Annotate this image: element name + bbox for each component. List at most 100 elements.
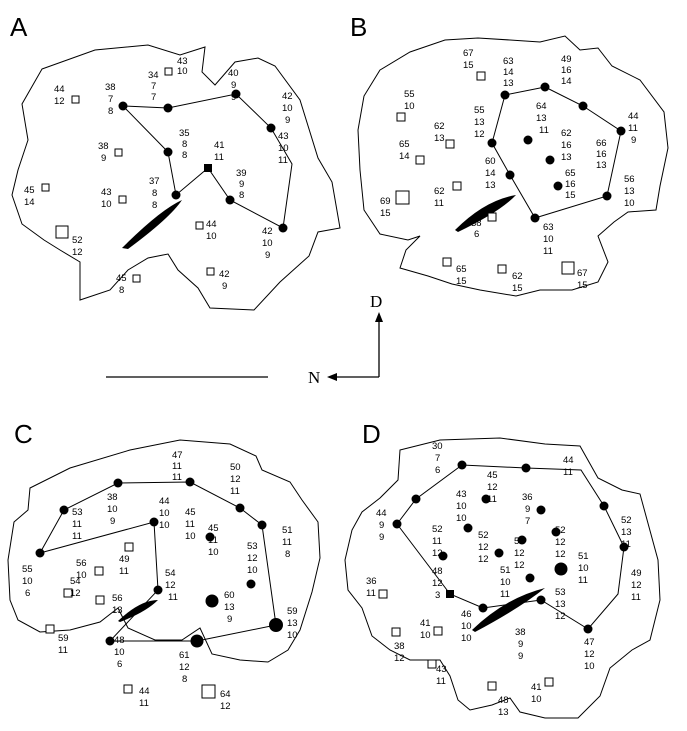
- panel-d-cell: [457, 460, 467, 470]
- panel-b-sample-square: [445, 139, 455, 149]
- panel-d-cell: [536, 595, 546, 605]
- panel-b-sample-square: [395, 190, 410, 205]
- panel-b-cell: [545, 155, 555, 165]
- panel-c-cell: [235, 503, 245, 513]
- panel-b-optic-disc: [455, 195, 516, 232]
- panel-c-cell: [149, 517, 159, 527]
- panel-d-sample-square: [378, 589, 388, 599]
- panel-b-letter: B: [350, 12, 367, 42]
- panel-b-cell: [602, 191, 612, 201]
- panel-a-connections: [122, 93, 293, 229]
- nasal-arrow-head: [327, 373, 337, 381]
- panel-a-cell: [278, 223, 288, 233]
- panel-d-cell: [525, 573, 535, 583]
- panel-b-sample-square: [487, 212, 497, 222]
- panel-d-cell: [438, 551, 448, 561]
- panel-a-cell: [163, 103, 173, 113]
- panel-c-sample-square: [94, 566, 104, 576]
- panel-a-cell: [225, 195, 235, 205]
- panel-d-sample-square: [487, 681, 497, 691]
- panel-c-cell: [35, 548, 45, 558]
- panel-b-sample-square: [476, 71, 486, 81]
- panel-c-cell: [205, 594, 219, 608]
- panel-a-sample-square: [118, 195, 127, 204]
- panel-c-letter: C: [14, 419, 33, 449]
- panel-a-cell: [163, 147, 173, 157]
- panel-d-sample-square: [433, 626, 443, 636]
- panel-d-cell: [583, 624, 593, 634]
- panel-b-cells: [395, 71, 626, 275]
- panel-a-optic-disc: [122, 200, 182, 249]
- panel-b-retina-outline: [357, 35, 669, 297]
- panel-c-cell: [246, 579, 256, 589]
- panel-d: D: [344, 419, 661, 719]
- panel-a-sample-square: [71, 95, 80, 104]
- panel-d-cell: [554, 562, 568, 576]
- panel-a-cell: [266, 123, 276, 133]
- panel-b-cell: [505, 170, 515, 180]
- panel-d-cell-square: [446, 590, 454, 598]
- panel-d-cell: [517, 535, 527, 545]
- panel-d-cell: [478, 603, 488, 613]
- panel-b-cell: [553, 181, 563, 191]
- panel-d-cell: [599, 501, 609, 511]
- panel-a-sample-square: [206, 267, 215, 276]
- panel-c-cell: [205, 532, 215, 542]
- panel-d-cell: [411, 494, 421, 504]
- panel-b-sample-square: [497, 264, 507, 274]
